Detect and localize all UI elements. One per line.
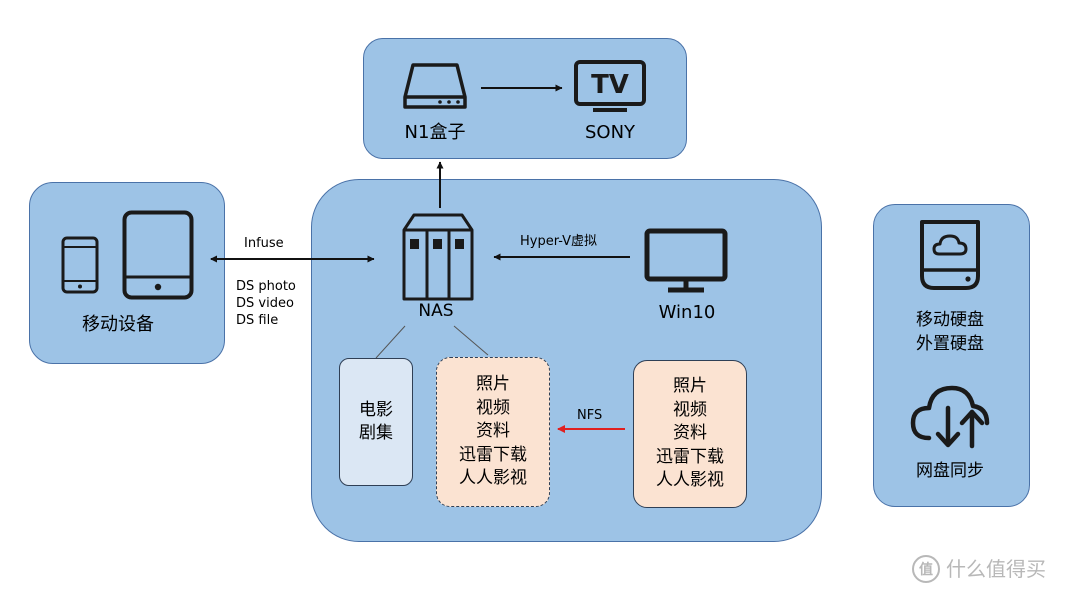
tablet-icon <box>122 210 194 300</box>
win-folder-item: 照片 <box>673 376 707 397</box>
movie-series-box: 电影 剧集 <box>339 358 413 486</box>
nas-share-item: 资料 <box>476 421 510 442</box>
nas-share-item: 人人影视 <box>459 468 527 489</box>
win-folder-item: 视频 <box>673 399 707 420</box>
ds-file-label: DS file <box>236 313 279 328</box>
movie-box-line: 电影 <box>359 399 393 420</box>
tv-icon-text: TV <box>591 70 629 100</box>
nas-label: NAS <box>418 301 454 321</box>
monitor-icon <box>644 228 728 293</box>
portable-disk-label: 移动硬盘 <box>916 310 984 330</box>
infuse-label: Infuse <box>244 236 284 251</box>
nas-server-icon <box>402 213 474 301</box>
cloud-sync-icon <box>910 385 990 449</box>
ds-video-label: DS video <box>236 296 294 311</box>
nas-link-movie <box>375 325 406 359</box>
hyperv-label: Hyper-V虚拟 <box>520 234 598 249</box>
watermark-logo: 值 <box>912 555 940 583</box>
cloud-sync-label: 网盘同步 <box>916 461 984 481</box>
win10-folders-box: 照片 视频 资料 迅雷下载 人人影视 <box>633 360 747 508</box>
external-disk-label: 外置硬盘 <box>916 334 984 354</box>
win-folder-item: 资料 <box>673 423 707 444</box>
nfs-label: NFS <box>577 408 603 423</box>
tv-label: SONY <box>584 122 636 143</box>
nas-link-share <box>453 325 489 356</box>
win-folder-item: 人人影视 <box>656 470 724 491</box>
mobile-device-label: 移动设备 <box>82 314 154 335</box>
phone-icon <box>61 236 99 294</box>
nas-share-item: 迅雷下载 <box>459 444 527 465</box>
nas-share-folders-box: 照片 视频 资料 迅雷下载 人人影视 <box>436 357 550 507</box>
win10-label: Win10 <box>658 302 716 323</box>
movie-box-line: 剧集 <box>359 423 393 443</box>
nas-share-item: 视频 <box>476 397 510 418</box>
n1-box-icon <box>403 63 467 109</box>
n1-box-label: N1盒子 <box>404 122 466 143</box>
watermark-logo-char: 值 <box>919 562 933 578</box>
ds-photo-label: DS photo <box>236 279 296 294</box>
watermark-text: 什么值得买 <box>946 557 1046 581</box>
nas-share-item: 照片 <box>476 374 510 395</box>
win-folder-item: 迅雷下载 <box>656 446 724 467</box>
tv-icon: TV <box>574 60 646 112</box>
cloud-drive-icon <box>920 220 980 290</box>
